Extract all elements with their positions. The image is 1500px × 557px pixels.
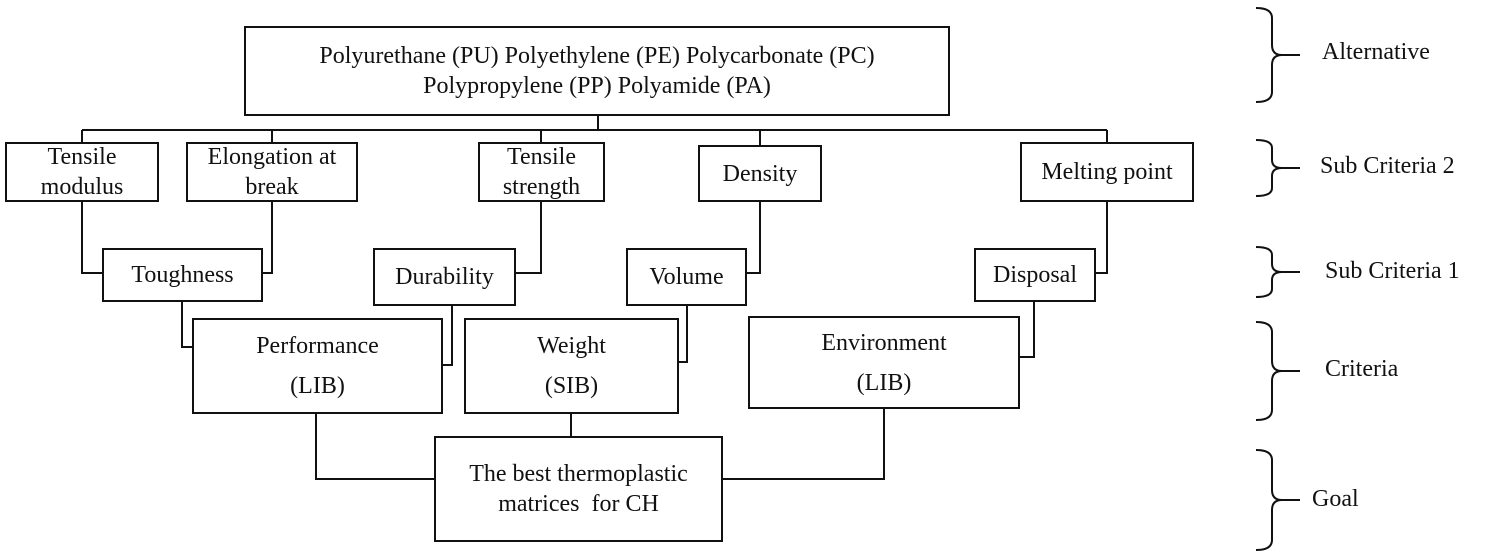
node-tensile-modulus-line-2: modulus	[40, 174, 124, 200]
node-tensile-strength-line-1: Tensile	[507, 144, 576, 170]
level-label-alternative: Alternative	[1322, 39, 1430, 65]
node-elongation-line-2: break	[245, 174, 299, 200]
node-durability-label: Durability	[395, 264, 494, 290]
node-tensile-modulus-line-1: Tensile	[47, 144, 117, 170]
node-weight-type: (SIB)	[544, 373, 599, 399]
node-toughness-label: Toughness	[131, 262, 234, 288]
level-label-criteria: Criteria	[1325, 356, 1399, 382]
alternatives-line-1: Polyurethane (PU) Polyethylene (PE) Poly…	[319, 43, 875, 69]
node-density: Density	[698, 145, 822, 202]
node-tensile-strength: Tensile strength	[478, 142, 605, 202]
level-label-sub-criteria-1: Sub Criteria 1	[1325, 258, 1460, 284]
node-disposal-label: Disposal	[993, 262, 1077, 288]
node-disposal: Disposal	[974, 248, 1096, 302]
goal-line-2: matrices for CH	[498, 491, 659, 517]
goal-box: The best thermoplastic matrices for CH	[434, 436, 723, 542]
node-performance-name: Performance	[256, 333, 379, 359]
alternatives-box: Polyurethane (PU) Polyethylene (PE) Poly…	[244, 26, 950, 116]
node-weight: Weight (SIB)	[464, 318, 679, 414]
goal-line-1: The best thermoplastic	[469, 461, 688, 487]
node-toughness: Toughness	[102, 248, 263, 302]
node-elongation-line-1: Elongation at	[207, 144, 337, 170]
node-elongation-at-break: Elongation at break	[186, 142, 358, 202]
level-label-sub-criteria-2: Sub Criteria 2	[1320, 153, 1455, 179]
node-melting-point-label: Melting point	[1041, 159, 1173, 185]
node-environment-type: (LIB)	[856, 369, 912, 396]
node-environment-name: Environment	[821, 329, 947, 356]
node-volume-label: Volume	[649, 264, 724, 290]
node-weight-name: Weight	[537, 333, 606, 359]
node-performance-type: (LIB)	[290, 373, 345, 399]
alternatives-line-2: Polypropylene (PP) Polyamide (PA)	[423, 73, 771, 99]
node-performance: Performance (LIB)	[192, 318, 443, 414]
node-melting-point: Melting point	[1020, 142, 1194, 202]
node-density-label: Density	[722, 160, 798, 187]
node-tensile-modulus: Tensile modulus	[5, 142, 159, 202]
level-label-goal: Goal	[1312, 486, 1359, 512]
node-tensile-strength-line-2: strength	[502, 174, 581, 200]
node-durability: Durability	[373, 248, 516, 306]
node-volume: Volume	[626, 248, 747, 306]
node-environment: Environment (LIB)	[748, 316, 1020, 409]
